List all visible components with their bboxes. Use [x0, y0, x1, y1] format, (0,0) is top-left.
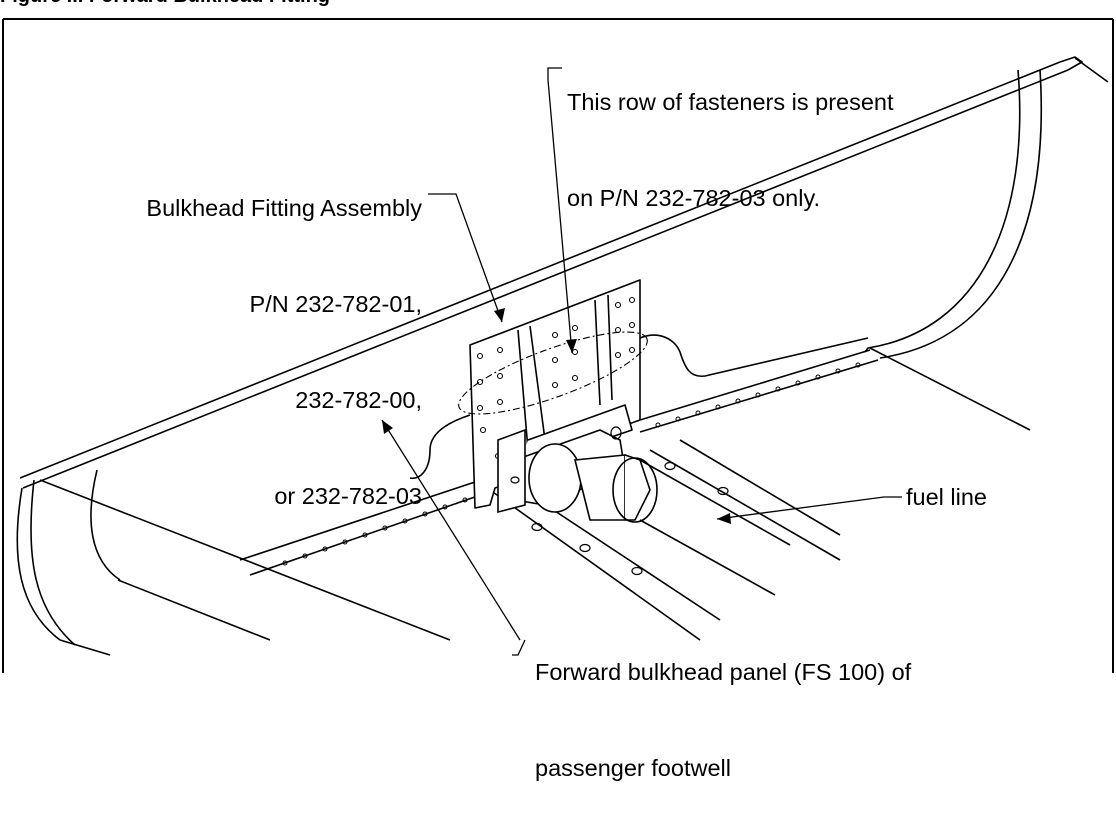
- fuel-line-tube: [497, 428, 791, 596]
- callout-panel-line2: passenger footwell: [535, 755, 731, 781]
- callout-forward-bulkhead-panel: Forward bulkhead panel (FS 100) of passe…: [535, 592, 911, 816]
- callout-bulkhead-line4: or 232-782-03: [274, 483, 422, 509]
- callout-fasteners-line2: on P/N 232-782-03 only.: [567, 185, 821, 211]
- footwell-structure: [16, 56, 1109, 656]
- leader-lines: [381, 67, 902, 656]
- rivet-holes: [282, 362, 861, 566]
- leader-arrowheads: [382, 308, 731, 524]
- callout-bulkhead-line3: 232-782-00,: [295, 387, 422, 413]
- callout-panel-line1: Forward bulkhead panel (FS 100) of: [535, 659, 912, 685]
- callout-fuel-line: fuel line: [906, 484, 987, 510]
- line-drawing: [2, 18, 1114, 673]
- callout-bulkhead-line2: P/N 232-782-01,: [249, 291, 422, 317]
- figure-frame: [2, 18, 1114, 673]
- callout-fasteners-row: This row of fasteners is present on P/N …: [567, 22, 894, 246]
- figure-caption-fragment: Figure ... Forward Bulkhead Fitting: [0, 0, 330, 8]
- callout-bulkhead-fitting: Bulkhead Fitting Assembly P/N 232-782-01…: [24, 128, 422, 544]
- fuel-line-fastener-heads: [510, 426, 729, 576]
- callout-fasteners-line1: This row of fasteners is present: [567, 89, 894, 115]
- callout-bulkhead-line1: Bulkhead Fitting Assembly: [146, 195, 422, 221]
- fastener-row-highlight: [458, 331, 648, 415]
